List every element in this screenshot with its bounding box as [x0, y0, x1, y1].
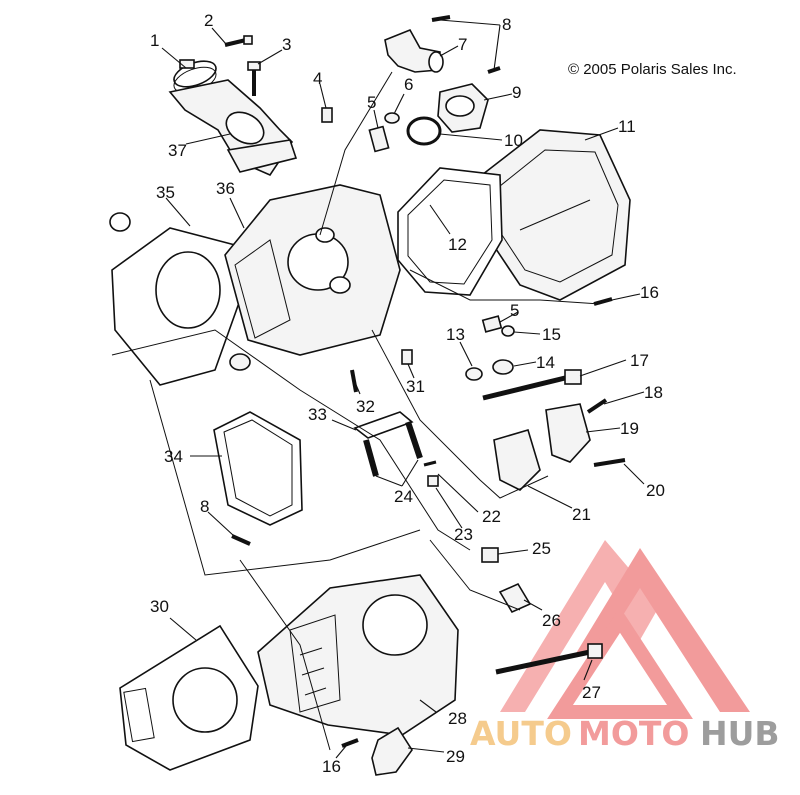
callout-8-lower: 8	[200, 497, 209, 516]
callout-5: 5	[367, 93, 376, 112]
seal-15	[501, 325, 515, 337]
automotohub-logo: AUTO MOTO HUB	[470, 540, 780, 753]
callout-9: 9	[512, 83, 521, 102]
o-ring-10	[406, 116, 442, 146]
callout-23: 23	[454, 525, 473, 544]
copyright-notice: © 2005 Polaris Sales Inc.	[568, 61, 737, 78]
bolt-2	[224, 35, 253, 47]
plug-14	[492, 359, 514, 375]
cylinder-head-36	[224, 184, 401, 356]
callout-15: 15	[542, 325, 561, 344]
dowel-25	[481, 547, 499, 563]
watermark-auto: AUTO	[470, 714, 572, 753]
intake-boot	[168, 79, 298, 177]
callout-numbers: 1 2 3 4 5 6 7 8 9 10 11 12 13 14 15 16 1…	[150, 11, 665, 776]
watermark-hub: HUB	[700, 714, 780, 753]
bolt-3	[247, 61, 261, 96]
cylinder-28	[257, 574, 459, 736]
callout-29: 29	[446, 747, 465, 766]
seal-cap-6	[384, 112, 400, 124]
callout-33: 33	[308, 405, 327, 424]
water-elbow-29	[371, 726, 413, 776]
water-elbow-7	[384, 28, 444, 73]
callout-12: 12	[448, 235, 467, 254]
callout-20: 20	[646, 481, 665, 500]
bracket-21	[493, 429, 541, 491]
callout-10: 10	[504, 131, 523, 150]
bracket-19	[545, 403, 591, 463]
leader-lines	[111, 19, 645, 759]
callout-5-lower: 5	[510, 301, 519, 320]
plug-23	[427, 475, 439, 487]
callout-35: 35	[156, 183, 175, 202]
callout-32: 32	[356, 397, 375, 416]
clip-22	[423, 460, 437, 467]
callout-21: 21	[572, 505, 591, 524]
washer-13	[465, 367, 483, 381]
callout-34: 34	[164, 447, 183, 466]
callout-16: 16	[640, 283, 659, 302]
head-bolt-17	[482, 369, 582, 401]
valve-cover-gasket-12	[397, 167, 503, 296]
seal-cap	[229, 353, 251, 371]
thermostat-housing-9	[437, 83, 489, 133]
valve-cover-11	[477, 129, 631, 301]
callout-2: 2	[204, 11, 213, 30]
callout-28: 28	[448, 709, 467, 728]
callout-27: 27	[582, 683, 601, 702]
callout-26: 26	[542, 611, 561, 630]
callout-24: 24	[394, 487, 413, 506]
callout-11: 11	[618, 117, 636, 136]
callout-22: 22	[482, 507, 501, 526]
callout-13: 13	[446, 325, 465, 344]
callout-8: 8	[502, 15, 511, 34]
bolt-8-lower	[231, 534, 251, 546]
callout-6: 6	[404, 75, 413, 94]
bolt-16-upper	[593, 297, 613, 306]
cover-gasket-34	[213, 411, 303, 526]
dowel-5-lower	[481, 315, 503, 333]
dowel-pin-4	[321, 107, 333, 123]
callout-1: 1	[150, 31, 159, 50]
callout-37: 37	[168, 141, 187, 160]
bolt-20	[593, 458, 626, 467]
stud-24a	[363, 439, 379, 477]
callout-14: 14	[536, 353, 555, 372]
callout-36: 36	[216, 179, 235, 198]
base-gasket-30	[119, 624, 259, 771]
head-gasket-35	[109, 212, 241, 386]
callout-4: 4	[313, 69, 322, 88]
dowel-31	[401, 349, 413, 365]
callout-19: 19	[620, 419, 639, 438]
bolt-16-lower	[341, 738, 359, 748]
callout-3: 3	[282, 35, 291, 54]
callout-17: 17	[630, 351, 649, 370]
callout-7: 7	[458, 35, 467, 54]
stud-24b	[405, 421, 423, 459]
bolt-18	[586, 398, 608, 414]
callout-16-lower: 16	[322, 757, 341, 776]
gasket-33	[353, 411, 414, 439]
cylinder-bolt-27	[495, 643, 603, 675]
watermark-moto: MOTO	[578, 714, 689, 753]
callout-18: 18	[644, 383, 663, 402]
dowel-sleeve-5	[368, 125, 390, 153]
callout-30: 30	[150, 597, 169, 616]
callout-31: 31	[406, 377, 425, 396]
callout-25: 25	[532, 539, 551, 558]
